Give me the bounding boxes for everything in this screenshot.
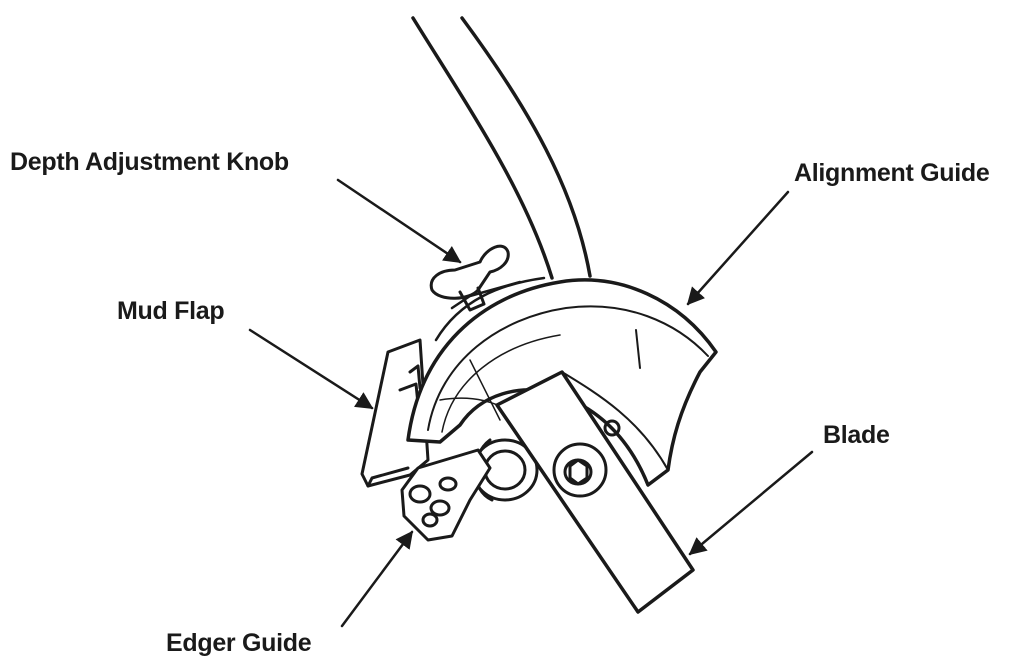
blade-label: Blade	[823, 421, 890, 449]
mud-flap-label: Mud Flap	[117, 297, 225, 325]
alignment-guide-label: Alignment Guide	[794, 159, 990, 187]
edger-guide-drawing	[400, 448, 492, 542]
handle-shaft	[411, 16, 592, 280]
leader-arrows	[248, 178, 814, 628]
depth-adjustment-knob-label: Depth Adjustment Knob	[10, 148, 289, 176]
edger-guide-label: Edger Guide	[166, 629, 312, 657]
edger-guide-arrow	[340, 530, 414, 628]
blade-arrow	[688, 450, 814, 556]
mud-flap-arrow	[248, 328, 374, 410]
alignment-guide-arrow	[686, 190, 790, 306]
blade-bolt-drawing	[552, 419, 621, 498]
depth-knob-drawing	[429, 244, 510, 312]
depth-knob-arrow	[336, 178, 462, 264]
